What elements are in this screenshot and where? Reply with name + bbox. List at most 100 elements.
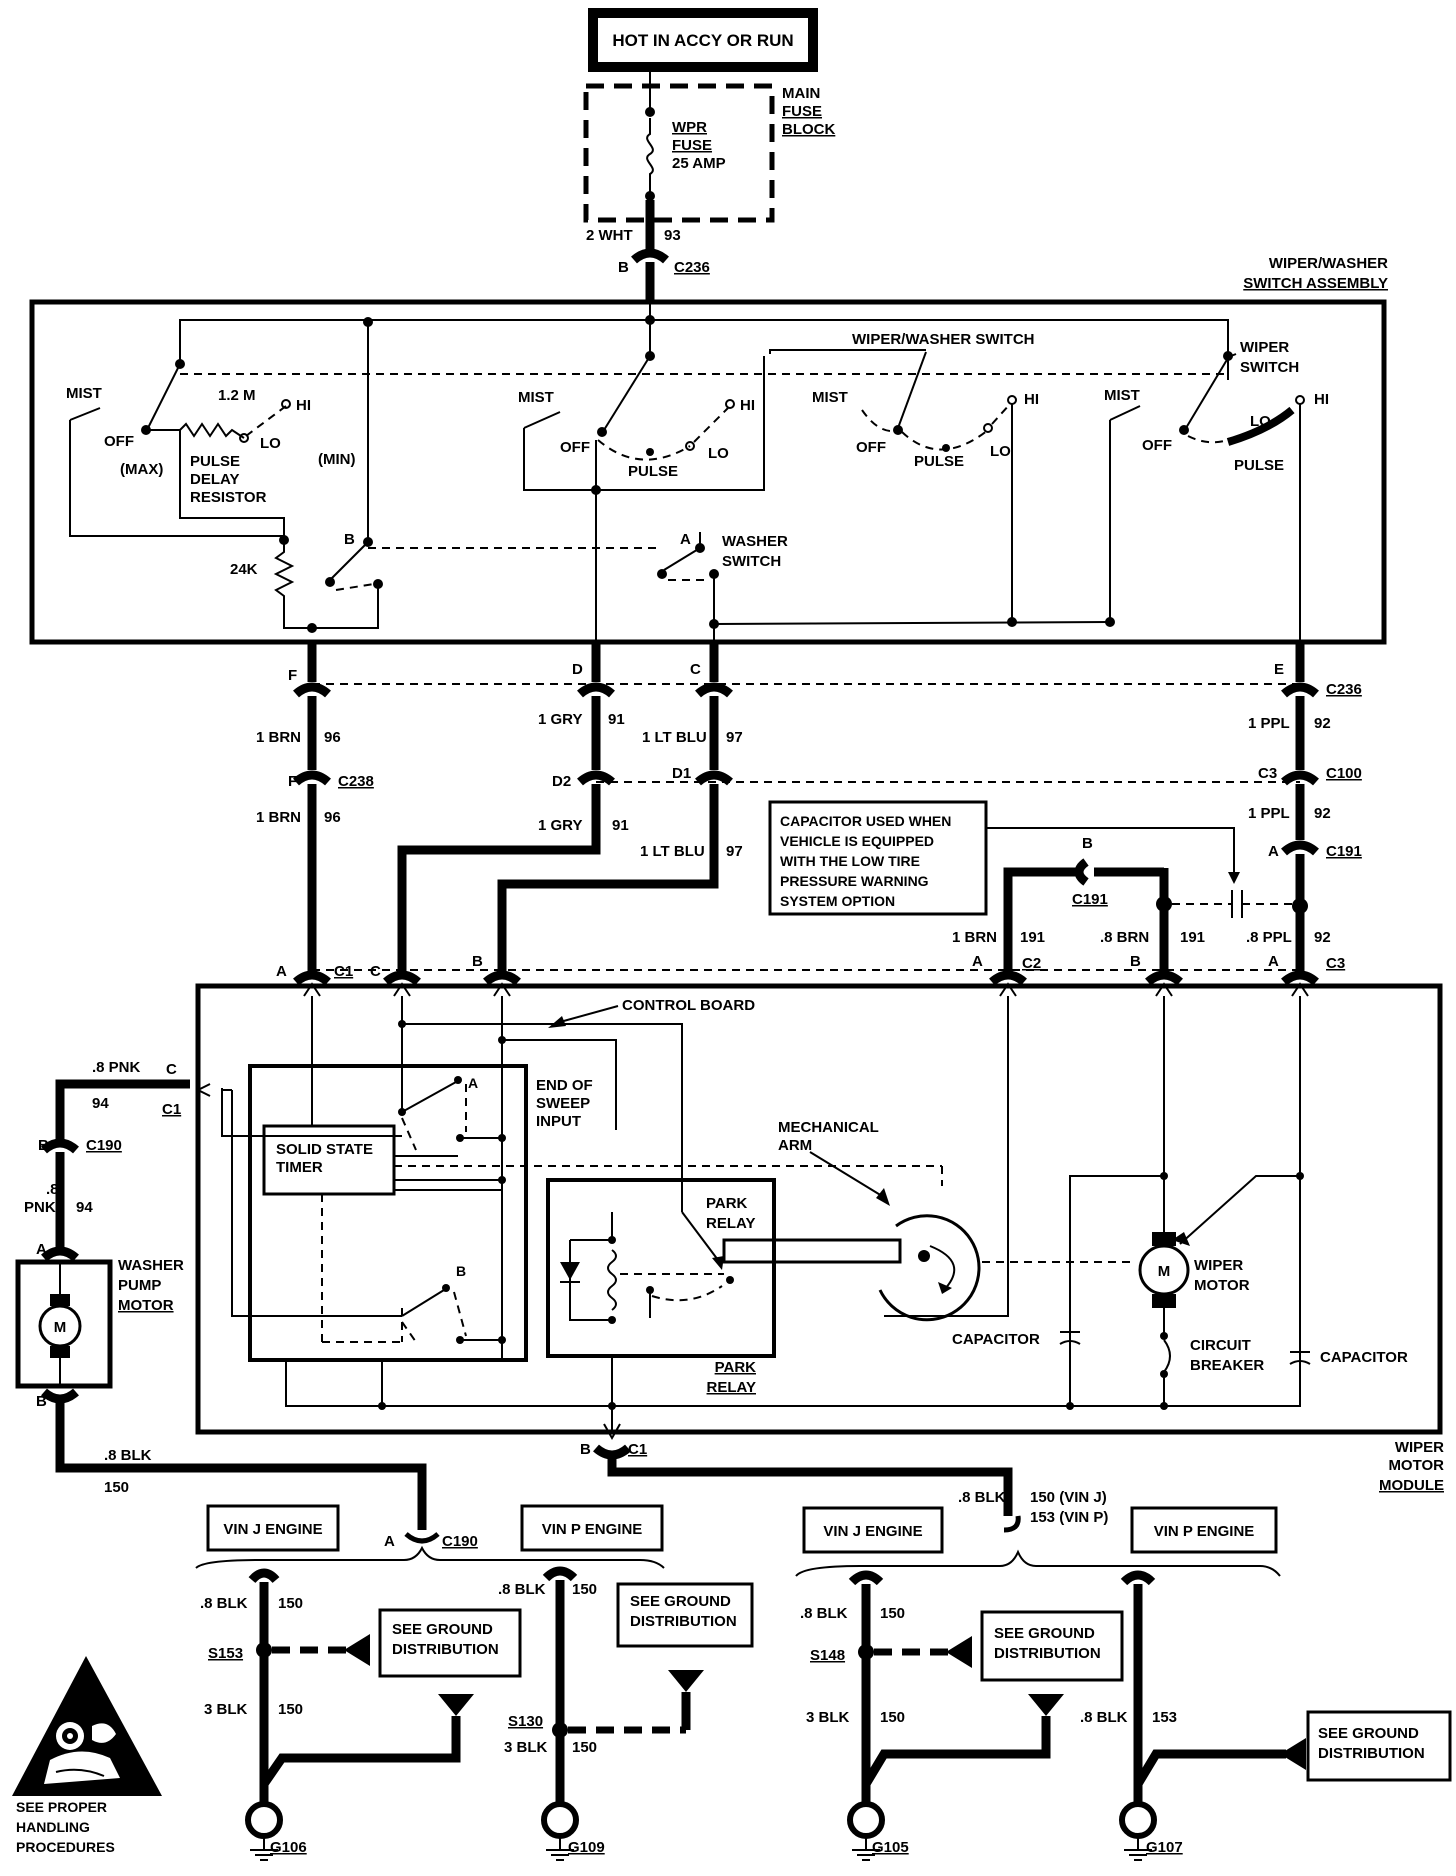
pump-pin-b: B [36, 1393, 47, 1410]
feed-wire-circuit: 93 [664, 227, 681, 244]
wiper-fuse [645, 72, 655, 201]
c236-row-label: C236 [1326, 681, 1362, 698]
see-ground-2a: SEE GROUND [630, 1593, 731, 1610]
washer-switch-label-2: SWITCH [722, 553, 781, 570]
pin-b-c191: B [1082, 835, 1093, 852]
cap-note-2: VEHICLE IS EQUIPPED [780, 833, 934, 849]
module-label-3: MODULE [1379, 1477, 1444, 1494]
fuse-block-label-3: BLOCK [782, 121, 835, 138]
switch-section-2: MIST OFF HI PULSE LO A WASHER SWITCH [518, 355, 788, 680]
pnk94-split-1: .8 [46, 1181, 59, 1198]
ppl8-92-color: .8 PPL [1246, 929, 1292, 946]
cap-note-4: PRESSURE WARNING [780, 873, 929, 889]
washer-pump-label-1: WASHER [118, 1257, 184, 1274]
ltblu97-circuit: 97 [726, 729, 743, 746]
pulse-delay-2: DELAY [190, 471, 239, 488]
handling-line-1: SEE PROPER [16, 1799, 107, 1815]
gry91-color-2: 1 GRY [538, 817, 582, 834]
c100-label: C100 [1326, 765, 1362, 782]
washer-pump-label-2: PUMP [118, 1277, 161, 1294]
c2-label: C2 [1022, 955, 1041, 972]
power-source-box: HOT IN ACCY OR RUN [588, 8, 818, 72]
ppl8-92-circuit: 92 [1314, 929, 1331, 946]
switch-assembly-label-2: SWITCH ASSEMBLY [1243, 275, 1388, 292]
module-label-2: MOTOR [1388, 1457, 1444, 1474]
pin-e-top: E [1274, 661, 1284, 678]
g107-color: .8 BLK [1080, 1709, 1128, 1726]
sw2-hi: HI [740, 397, 755, 414]
fuse-label-3: 25 AMP [672, 155, 726, 172]
sw2-off: OFF [560, 439, 590, 456]
pnk94-circuit: 94 [92, 1095, 109, 1112]
sw1-off: OFF [104, 433, 134, 450]
sw1-lo: LO [260, 435, 281, 452]
c1-label: C1 [334, 963, 353, 980]
pnk94-split-circuit: 94 [76, 1199, 93, 1216]
pin-a-c191: A [1268, 843, 1279, 860]
switch-section-3: MIST OFF HI PULSE LO [812, 351, 1039, 627]
blk150-153-circuit-2: 153 (VIN P) [1030, 1509, 1108, 1526]
relay-a-label: A [468, 1075, 478, 1091]
c191-label-a: C191 [1326, 843, 1362, 860]
sw4-lo: LO [1250, 413, 1271, 430]
end-of-sweep-2: SWEEP [536, 1095, 590, 1112]
park-relay-box [546, 1178, 776, 1358]
pulse-delay-1: PULSE [190, 453, 240, 470]
feed-wire-color: 2 WHT [586, 227, 633, 244]
see-ground-box-4 [1306, 1710, 1452, 1782]
ground-g109-label: G109 [568, 1839, 605, 1856]
sw2-mist: MIST [518, 389, 554, 406]
vin-p-box-left [520, 1504, 664, 1552]
c190-label-bottom: C190 [442, 1533, 478, 1550]
sw3-mist: MIST [812, 389, 848, 406]
handling-line-2: HANDLING [16, 1819, 90, 1835]
wiper-motor-label-1: WIPER [1194, 1257, 1243, 1274]
c236-top-pin: B [618, 259, 629, 276]
pin-a-c2: A [972, 953, 983, 970]
ppl92-circuit-2: 92 [1314, 805, 1331, 822]
vin-p-label-right: VIN P ENGINE [1154, 1523, 1255, 1540]
pin-d1: D1 [672, 765, 691, 782]
gry91-circuit: 91 [608, 711, 625, 728]
right-engine-split [795, 1549, 1281, 1577]
g109-3blk: 3 BLK [504, 1739, 548, 1756]
sw1-max: (MAX) [120, 461, 163, 478]
fuse-label-1: WPR [672, 119, 707, 136]
wiper-switch-label-2: SWITCH [1240, 359, 1299, 376]
sw1-pin-b: B [344, 531, 355, 548]
gry91-circuit-2: 91 [612, 817, 629, 834]
pump-c-pin: C [166, 1061, 177, 1078]
pin-d-top: D [572, 661, 583, 678]
splice-s153: S153 [208, 1645, 243, 1662]
see-ground-3a: SEE GROUND [994, 1625, 1095, 1642]
fuse-block-label-1: MAIN [782, 85, 820, 102]
vin-j-box-right [802, 1506, 944, 1554]
gry91-color: 1 GRY [538, 711, 582, 728]
ground-g107-label: G107 [1146, 1839, 1183, 1856]
pump-pin-a: A [36, 1241, 47, 1258]
ltblu97-color: 1 LT BLU [642, 729, 707, 746]
ppl92-color: 1 PPL [1248, 715, 1290, 732]
sw3-hi: HI [1024, 391, 1039, 408]
pin-c3-c100: C3 [1258, 765, 1277, 782]
see-ground-2b: DISTRIBUTION [630, 1613, 737, 1630]
sw1-mist: MIST [66, 385, 102, 402]
end-of-sweep-3: INPUT [536, 1113, 581, 1130]
sw4-hi: HI [1314, 391, 1329, 408]
see-ground-4a: SEE GROUND [1318, 1725, 1419, 1742]
handling-line-3: PROCEDURES [16, 1839, 115, 1855]
splice-s130: S130 [508, 1713, 543, 1730]
c236-top-name: C236 [674, 259, 710, 276]
blk150-153-circuit-1: 150 (VIN J) [1030, 1489, 1107, 1506]
brn191-circuit: 191 [1020, 929, 1045, 946]
g109-circuit: 150 [572, 1581, 597, 1598]
power-source-label: HOT IN ACCY OR RUN [612, 31, 793, 50]
blk150-color: .8 BLK [104, 1447, 152, 1464]
c238-label: C238 [338, 773, 374, 790]
ground-g105-label: G105 [872, 1839, 909, 1856]
ground-g106 [245, 1568, 474, 1861]
sw4-mist: MIST [1104, 387, 1140, 404]
main-fuse-block-outline [583, 83, 775, 223]
vin-p-box-right [1130, 1506, 1278, 1554]
